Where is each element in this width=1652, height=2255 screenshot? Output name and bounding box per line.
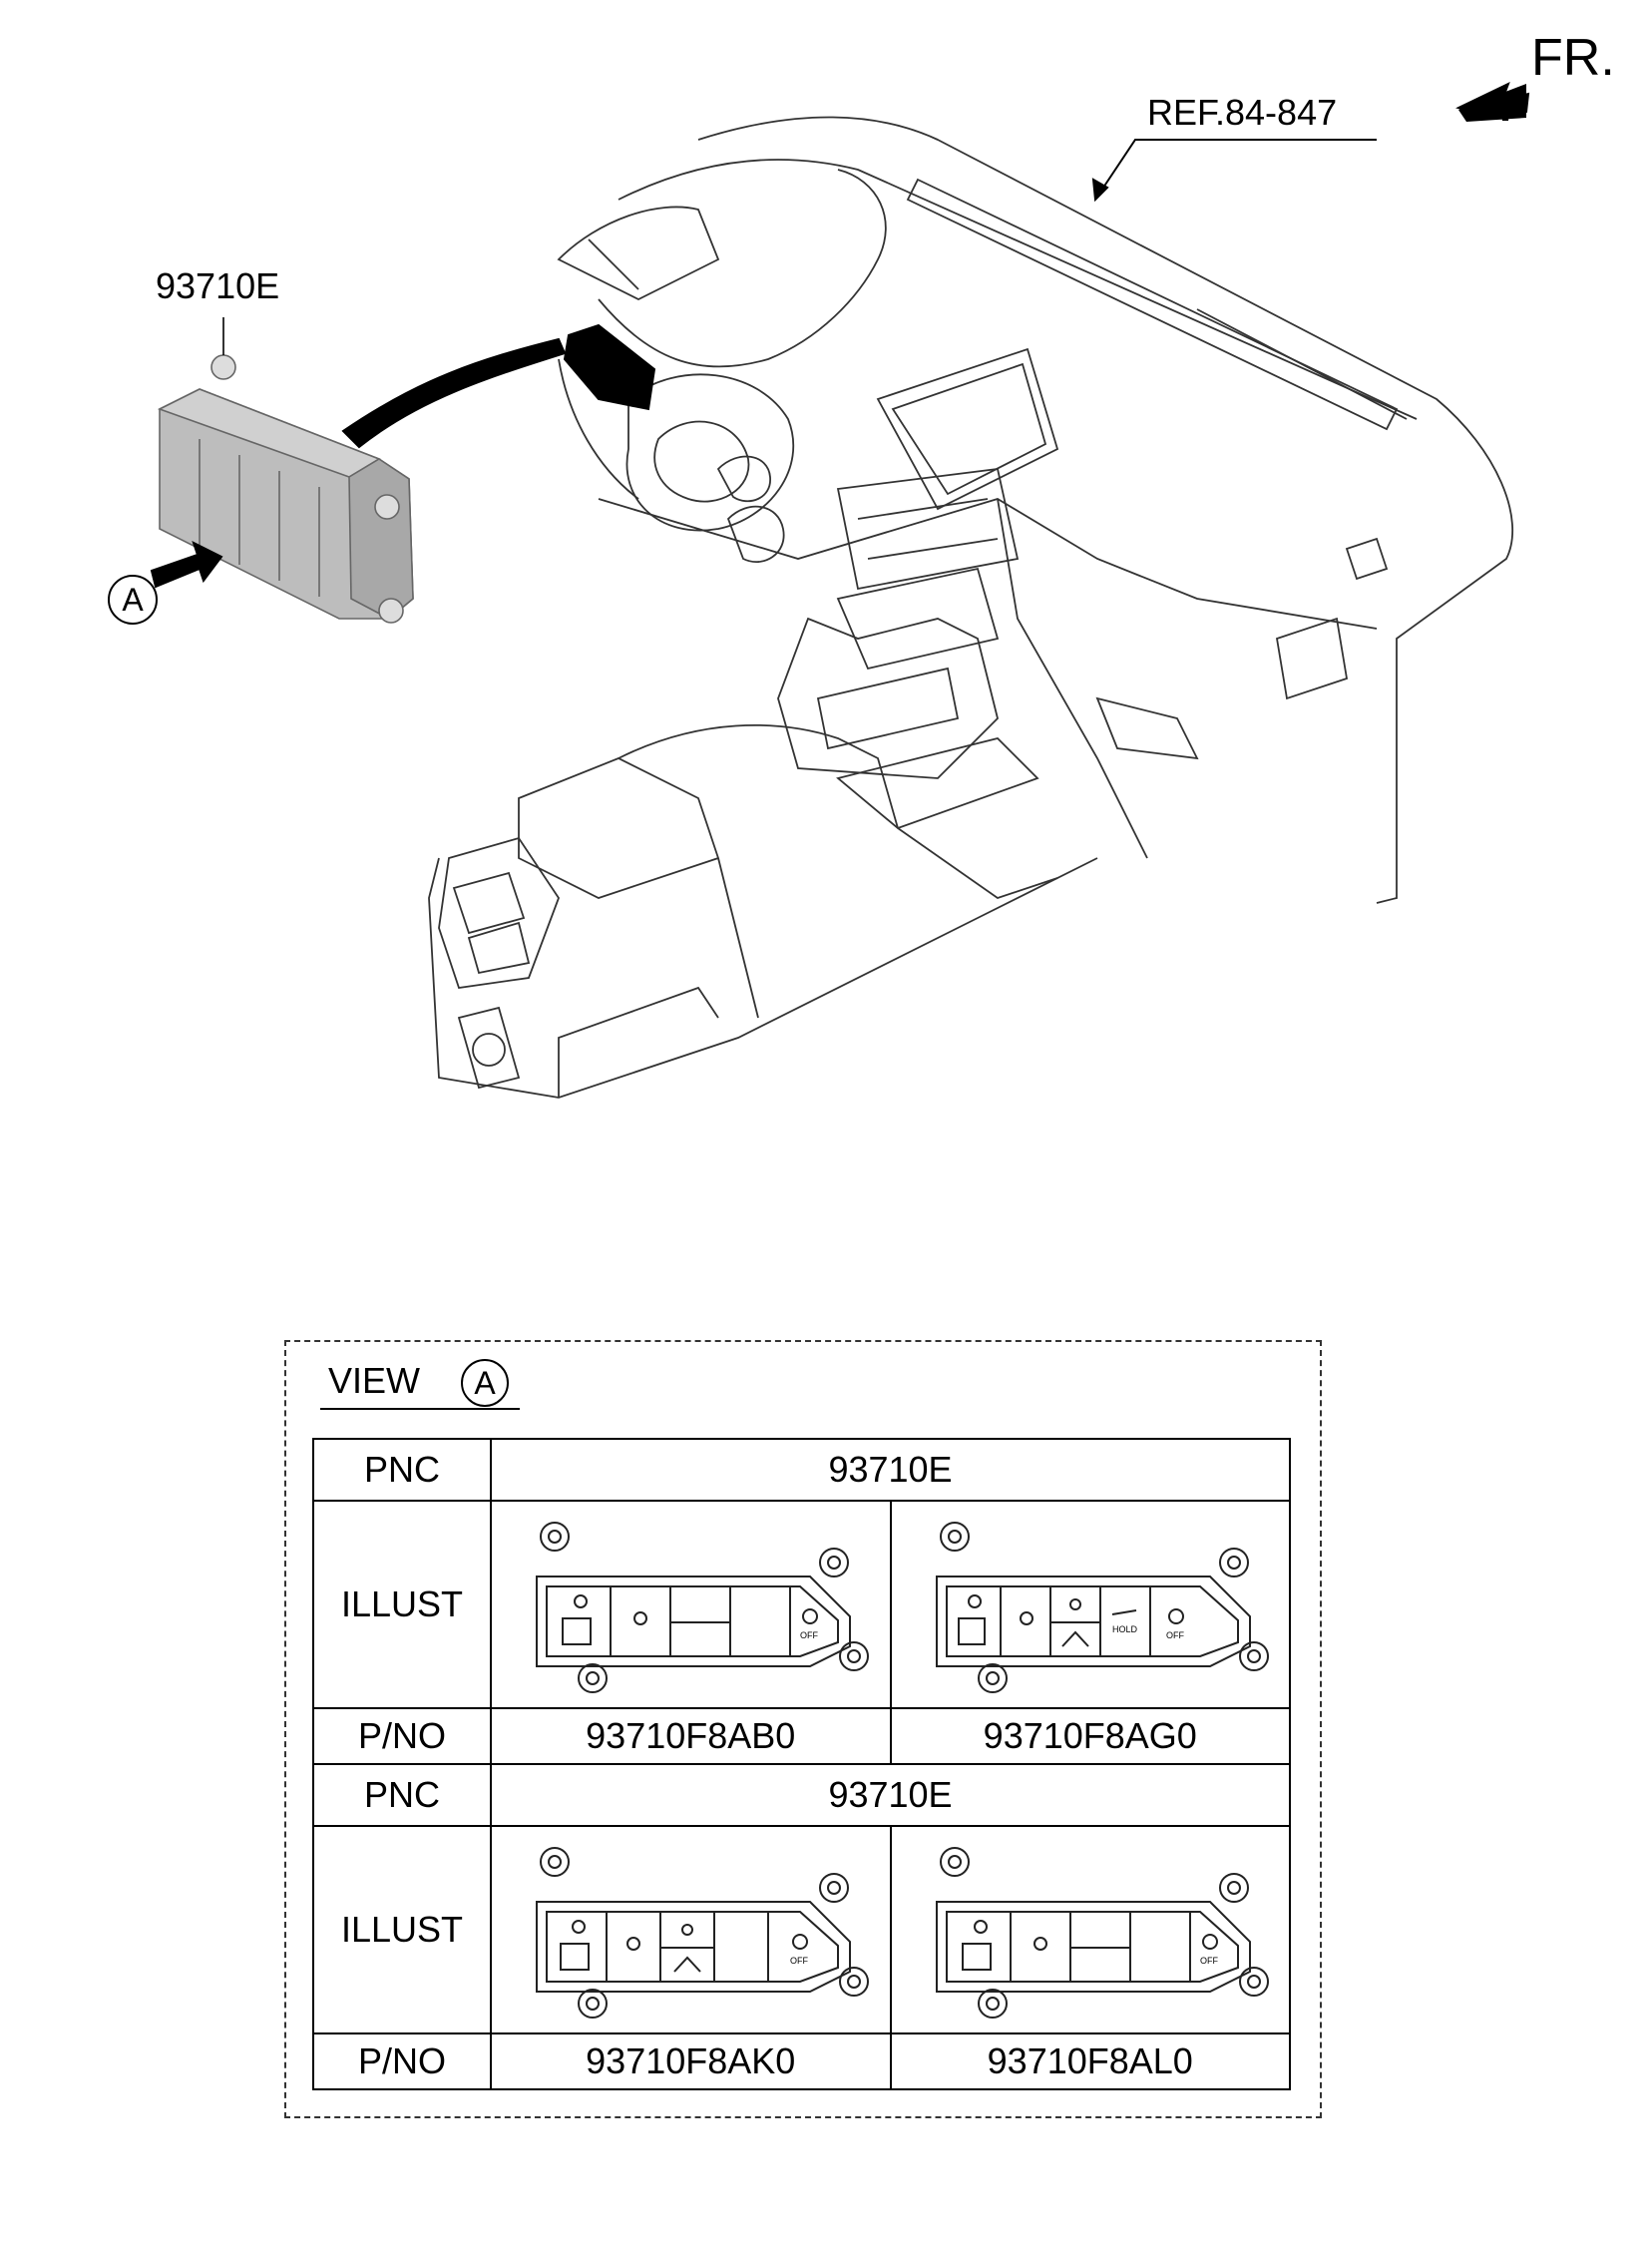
off-label: OFF	[1166, 1630, 1184, 1640]
table-row: PNC 93710E	[312, 1763, 1291, 1827]
installation-arrow	[341, 337, 567, 449]
switch-panel-illustration: OFF	[536, 1847, 870, 2019]
reference-leader-arrowhead	[1091, 178, 1109, 203]
view-title-underline	[320, 1408, 520, 1410]
table-row: ILLUST OF	[312, 1500, 1291, 1709]
off-label: OFF	[800, 1630, 818, 1640]
part-number: 93710F8AG0	[889, 1707, 1291, 1765]
table-row: PNC 93710E	[312, 1438, 1291, 1502]
front-direction-label: FR.	[1531, 29, 1615, 87]
part-number: 93710F8AB0	[490, 1707, 892, 1765]
table-row: P/NO 93710F8AK0 93710F8AL0	[312, 2032, 1291, 2090]
table-row: ILLUST	[312, 1825, 1291, 2034]
off-label: OFF	[790, 1956, 808, 1966]
pnc-value: 93710E	[490, 1763, 1291, 1827]
illust-cell: HOLD OFF	[889, 1500, 1291, 1709]
switch-panel-illustration: OFF	[935, 1847, 1269, 2019]
view-a-arrow	[150, 541, 223, 589]
switch-panel-illustration: HOLD OFF	[935, 1522, 1269, 1693]
hold-label: HOLD	[1112, 1624, 1138, 1634]
illust-cell: OFF	[490, 1825, 892, 2034]
view-letter-circle: A	[461, 1359, 509, 1407]
dashboard-diagram	[150, 82, 1530, 1099]
off-label: OFF	[1200, 1956, 1218, 1966]
pnc-header: PNC	[312, 1763, 492, 1827]
illust-header: ILLUST	[312, 1825, 492, 2034]
view-a-panel: VIEW A PNC 93710E ILLUST	[284, 1340, 1322, 2118]
pnc-value: 93710E	[490, 1438, 1291, 1502]
pnc-header: PNC	[312, 1438, 492, 1502]
pno-header: P/NO	[312, 2032, 492, 2090]
illust-header: ILLUST	[312, 1500, 492, 1709]
view-title: VIEW	[328, 1360, 421, 1401]
pno-header: P/NO	[312, 1707, 492, 1765]
part-number: 93710F8AK0	[490, 2032, 892, 2090]
dashboard-outline	[428, 116, 1514, 1099]
illust-cell: OFF	[889, 1825, 1291, 2034]
parts-table: PNC 93710E ILLUST	[312, 1438, 1291, 2090]
illust-cell: OFF	[490, 1500, 892, 1709]
view-callout-circle: A	[108, 575, 158, 625]
front-direction-arrow-head	[1458, 84, 1526, 122]
switch-module-installed	[563, 323, 656, 411]
part-number: 93710F8AL0	[889, 2032, 1291, 2090]
part-number-label: 93710E	[156, 265, 280, 306]
table-row: P/NO 93710F8AB0 93710F8AG0	[312, 1707, 1291, 1765]
switch-module-exploded	[157, 317, 414, 624]
switch-panel-illustration: OFF	[536, 1522, 870, 1693]
reference-label: REF.84-847	[1147, 92, 1338, 133]
reference-leader-line	[1094, 139, 1377, 201]
